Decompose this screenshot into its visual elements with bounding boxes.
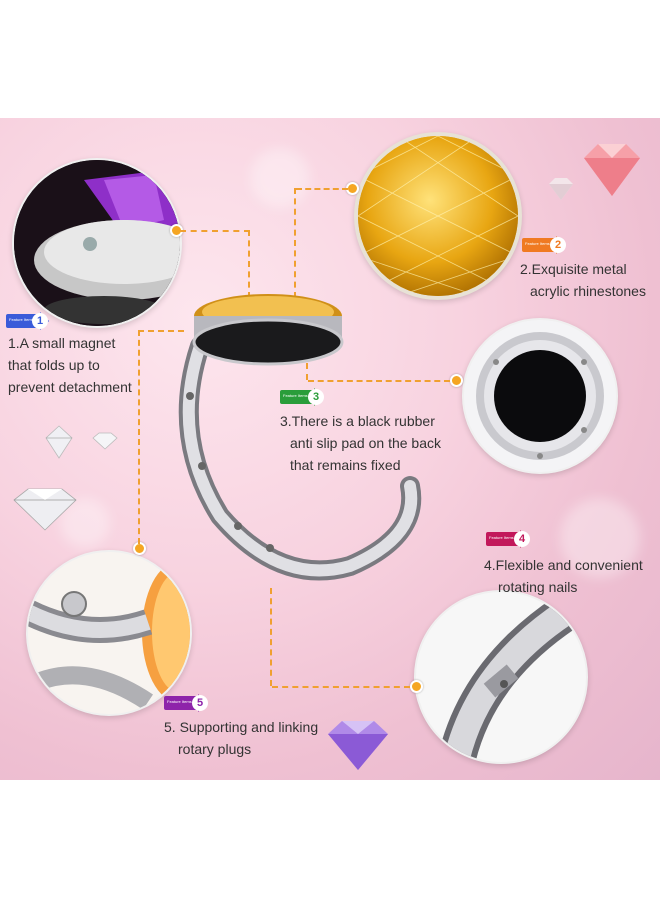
feature-3-label: 3.There is a black rubber anti slip pad …	[280, 410, 441, 476]
clear-diamond-icon	[45, 425, 73, 459]
callout-dot	[450, 374, 463, 387]
callout-line	[138, 330, 140, 544]
product-feature-canvas: Feature Items 1 1.A small magnet that fo…	[0, 118, 660, 780]
clear-diamond-icon	[92, 432, 118, 450]
callout-line	[270, 588, 272, 686]
small-diamond-icon	[549, 178, 573, 200]
tag-number: 1	[32, 313, 48, 329]
feature-1-label: 1.A small magnet that folds up to preven…	[8, 332, 132, 398]
feature-1-line1: 1.A small magnet	[8, 335, 116, 351]
rotary-plug-detail-image	[26, 550, 192, 716]
pink-diamond-icon	[584, 144, 640, 196]
purse-hook-product-image	[178, 294, 422, 581]
tag-caption: Feature Items	[167, 699, 192, 704]
tag-body	[280, 390, 314, 404]
purple-diamond-icon	[328, 721, 388, 770]
tag-number: 5	[192, 695, 208, 711]
rubber-pad-detail-image	[462, 318, 618, 474]
feature-3-line2: anti slip pad on the back	[290, 435, 441, 451]
feature-5-line2: rotary plugs	[178, 741, 252, 757]
tag-body	[486, 532, 520, 546]
callout-line	[138, 330, 184, 332]
feature-tag-5: Feature Items 5	[164, 694, 212, 712]
feature-1-line2: that folds up to	[8, 357, 100, 373]
feature-4-line1: 4.Flexible and convenient	[484, 557, 643, 573]
feature-tag-3: Feature Items 3	[280, 388, 328, 406]
feature-tag-1: Feature Items 1	[6, 312, 49, 330]
callout-dot	[410, 680, 423, 693]
tag-body	[522, 238, 556, 252]
feature-5-label: 5. Supporting and linking rotary plugs	[164, 716, 318, 760]
tag-caption: Feature Items	[9, 317, 34, 322]
feature-2-line1: 2.Exquisite metal	[520, 261, 627, 277]
feature-4-line2: rotating nails	[498, 579, 578, 595]
magnet-detail-image	[12, 158, 182, 328]
callout-line	[294, 188, 296, 298]
callout-line	[248, 230, 250, 298]
feature-3-line3: that remains fixed	[290, 457, 401, 473]
callout-line	[180, 230, 250, 232]
feature-3-line1: 3.There is a black rubber	[280, 413, 435, 429]
callout-line	[296, 188, 348, 190]
tag-caption: Feature Items	[489, 535, 514, 540]
feature-1-line3: prevent detachment	[8, 379, 132, 395]
feature-2-line2: acrylic rhinestones	[530, 283, 646, 299]
rotating-nails-detail-image	[414, 590, 588, 764]
bokeh-light	[250, 148, 310, 208]
tag-body	[164, 696, 198, 710]
callout-line	[272, 686, 410, 688]
callout-line	[308, 380, 450, 382]
clear-diamond-icon	[13, 488, 77, 531]
feature-5-line1: 5. Supporting and linking	[164, 719, 319, 735]
feature-tag-4: Feature Items 4	[486, 530, 534, 548]
feature-2-label: 2.Exquisite metal acrylic rhinestones	[520, 258, 646, 302]
tag-number: 3	[308, 389, 324, 405]
rhinestone-detail-image	[354, 132, 522, 300]
tag-caption: Feature Items	[283, 393, 308, 398]
bokeh-light	[560, 498, 640, 578]
feature-tag-2: Feature Items 2	[522, 236, 570, 254]
feature-4-label: 4.Flexible and convenient rotating nails	[484, 554, 643, 598]
tag-caption: Feature Items	[525, 241, 550, 246]
tag-body	[6, 314, 40, 328]
tag-number: 2	[550, 237, 566, 253]
tag-number: 4	[514, 531, 530, 547]
